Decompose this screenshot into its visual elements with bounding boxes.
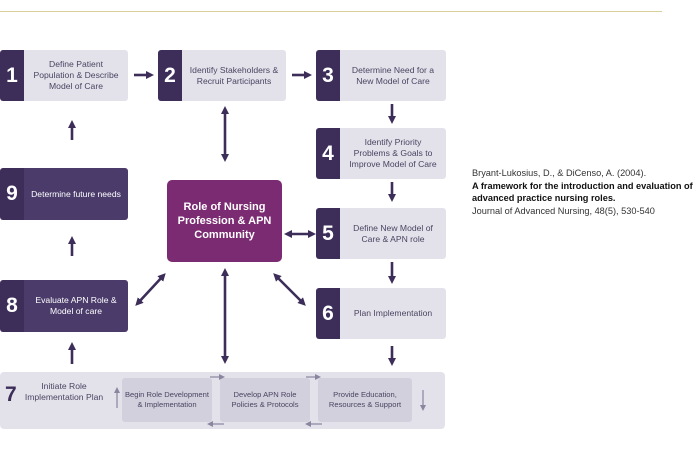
step-9: 9 Determine future needs xyxy=(0,168,128,220)
step-9-number: 9 xyxy=(0,168,24,220)
step-7-number: 7 xyxy=(5,383,17,406)
step-6-number: 6 xyxy=(316,288,340,339)
step-5: 5 Define New Model of Care & APN role xyxy=(316,208,446,259)
step-5-number: 5 xyxy=(316,208,340,259)
citation-journal: Journal of Advanced Nursing, 48(5), 530-… xyxy=(472,205,655,216)
citation: Bryant-Lukosius, D., & DiCenso, A. (2004… xyxy=(472,167,698,217)
center-role-box: Role of Nursing Profession & APN Communi… xyxy=(167,180,282,262)
step-8: 8 Evaluate APN Role & Model of care xyxy=(0,280,128,332)
step-4: 4 Identify Priority Problems & Goals to … xyxy=(316,128,446,179)
step-3: 3 Determine Need for a New Model of Care xyxy=(316,50,446,101)
step-4-number: 4 xyxy=(316,128,340,179)
step-6: 6 Plan Implementation xyxy=(316,288,446,339)
step-6-label: Plan Implementation xyxy=(340,288,446,339)
top-divider xyxy=(0,11,662,12)
citation-title: A framework for the introduction and eva… xyxy=(472,180,693,204)
step-5-label: Define New Model of Care & APN role xyxy=(340,208,446,259)
step-3-number: 3 xyxy=(316,50,340,101)
implementation-step-policies: Develop APN Role Policies & Protocols xyxy=(220,378,310,422)
step-8-number: 8 xyxy=(0,280,24,332)
implementation-step-begin-role: Begin Role Development & Implementation xyxy=(122,378,212,422)
step-1-number: 1 xyxy=(0,50,24,101)
step-2: 2 Identify Stakeholders & Recruit Partic… xyxy=(158,50,286,101)
step-2-label: Identify Stakeholders & Recruit Particip… xyxy=(182,50,286,101)
step-4-label: Identify Priority Problems & Goals to Im… xyxy=(340,128,446,179)
arrow-center-to-6 xyxy=(273,273,306,306)
implementation-step-education: Provide Education, Resources & Support xyxy=(318,378,412,422)
step-1-label: Define Patient Population & Describe Mod… xyxy=(24,50,128,101)
step-7-label: Initiate Role Implementation Plan xyxy=(24,381,104,402)
arrow-center-to-8 xyxy=(135,273,166,306)
citation-authors: Bryant-Lukosius, D., & DiCenso, A. (2004… xyxy=(472,168,647,178)
step-8-label: Evaluate APN Role & Model of care xyxy=(24,280,128,332)
step-3-label: Determine Need for a New Model of Care xyxy=(340,50,446,101)
step-9-label: Determine future needs xyxy=(24,168,128,220)
step-2-number: 2 xyxy=(158,50,182,101)
step-1: 1 Define Patient Population & Describe M… xyxy=(0,50,128,101)
